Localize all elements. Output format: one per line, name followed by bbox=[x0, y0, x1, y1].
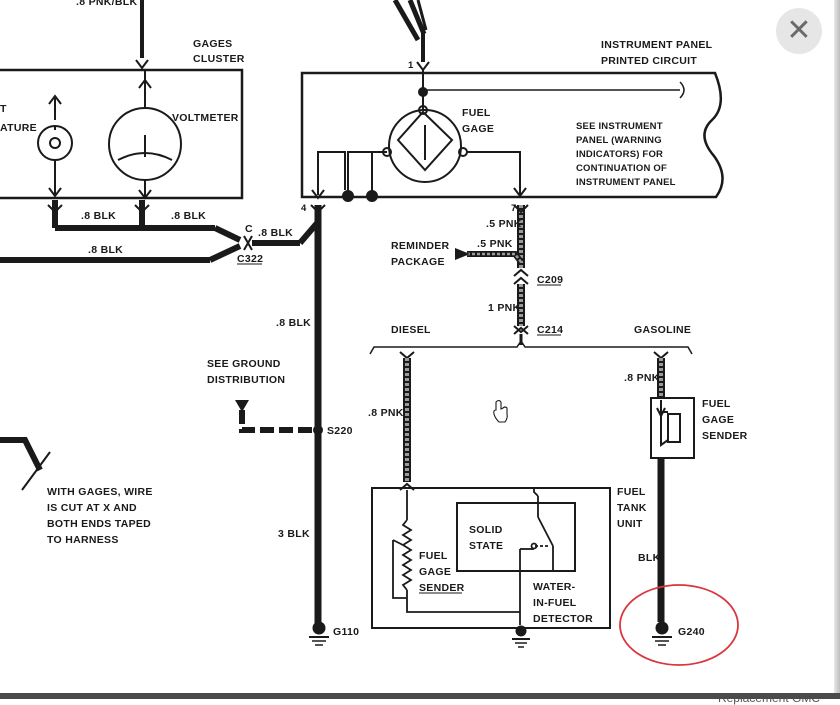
with-gages-note-3: BOTH ENDS TAPED bbox=[47, 518, 151, 530]
temp-gage-label-2: ATURE bbox=[0, 122, 37, 134]
diesel-sender-icon bbox=[392, 490, 520, 613]
g240-label: G240 bbox=[678, 626, 705, 638]
see-ground-label-2: DISTRIBUTION bbox=[207, 374, 285, 386]
wire-05pnk-b: .5 PNK bbox=[477, 238, 513, 250]
panel-ground-trace bbox=[311, 151, 387, 202]
connector-c-label: C bbox=[245, 223, 253, 235]
diesel-label: DIESEL bbox=[391, 324, 431, 336]
gas-fuel-sender-icon bbox=[650, 397, 695, 459]
water-fuel-label-2: IN-FUEL bbox=[533, 597, 577, 609]
gas-sender-label-3: SENDER bbox=[702, 430, 748, 442]
water-fuel-label-1: WATER- bbox=[533, 581, 576, 593]
gasoline-label: GASOLINE bbox=[634, 324, 691, 336]
temp-gage-label-1: T bbox=[0, 103, 7, 115]
wire-08blk-c: .8 BLK bbox=[88, 244, 123, 256]
see-panel-note-4: CONTINUATION OF bbox=[576, 163, 667, 174]
diesel-sender-label-1: FUEL bbox=[419, 550, 448, 562]
fuel-tank-label-3: UNIT bbox=[617, 518, 643, 530]
gages-cluster-label-1: GAGES bbox=[193, 38, 232, 50]
panel-connector-icon bbox=[423, 81, 685, 99]
see-ground-distribution: SEE GROUND DISTRIBUTION S220 bbox=[207, 358, 353, 437]
fuel-gage-icon bbox=[347, 70, 527, 198]
pink-wires bbox=[467, 204, 529, 345]
dashed-ground-wire bbox=[239, 410, 318, 433]
gas-sender-label-1: FUEL bbox=[702, 398, 731, 410]
ground-ref-arrow-icon bbox=[235, 400, 249, 412]
wire-05pnk-a: .5 PNK bbox=[486, 218, 522, 230]
c209-label: C209 bbox=[537, 274, 563, 286]
temp-gage-icon bbox=[37, 94, 73, 198]
gages-cluster-box bbox=[0, 68, 244, 200]
g110-label: G110 bbox=[333, 626, 359, 638]
pin-7-label: 7 bbox=[511, 203, 516, 214]
hand-cursor-icon bbox=[493, 399, 508, 423]
see-panel-note-5: INSTRUMENT PANEL bbox=[576, 177, 676, 188]
g240-highlight-circle bbox=[619, 584, 739, 666]
top-cut-wire-label: .8 PNK/BLK bbox=[76, 0, 137, 8]
see-panel-note-2: PANEL (WARNING bbox=[576, 135, 662, 146]
gages-cluster-label-2: CLUSTER bbox=[193, 53, 245, 65]
see-panel-note-1: SEE INSTRUMENT bbox=[576, 121, 663, 132]
viewer-right-edge bbox=[834, 0, 840, 699]
wire-08blk-d: .8 BLK bbox=[258, 227, 293, 239]
see-ground-label-1: SEE GROUND bbox=[207, 358, 281, 370]
cut-wire-lower-left bbox=[0, 437, 51, 491]
g110-ground-icon bbox=[309, 621, 329, 646]
voltmeter-label: VOLTMETER bbox=[172, 112, 239, 124]
close-button[interactable]: ✕ bbox=[776, 8, 822, 54]
instrument-panel-label-1: INSTRUMENT PANEL bbox=[601, 39, 713, 51]
c214-label: C214 bbox=[537, 324, 563, 336]
fuel-gage-label-2: GAGE bbox=[462, 123, 494, 135]
fuel-tank-unit-box bbox=[371, 487, 611, 629]
pin-4-label: 4 bbox=[301, 203, 307, 214]
diesel-sender-label-2: GAGE bbox=[419, 566, 451, 578]
pin-1-label: 1 bbox=[408, 60, 414, 71]
with-gages-note: WITH GAGES, WIRE IS CUT AT X AND BOTH EN… bbox=[47, 486, 153, 546]
fuel-gage-label-1: FUEL bbox=[462, 107, 491, 119]
c322-label: C322 bbox=[237, 253, 263, 265]
water-fuel-label-3: DETECTOR bbox=[533, 613, 593, 625]
wire-1pnk: 1 PNK bbox=[488, 302, 521, 314]
with-gages-note-1: WITH GAGES, WIRE bbox=[47, 486, 153, 498]
reminder-label-2: PACKAGE bbox=[391, 256, 445, 268]
wire-08blk-e: .8 BLK bbox=[276, 317, 311, 329]
reminder-arrow-icon bbox=[455, 248, 470, 260]
wire-08pnk-diesel: .8 PNK bbox=[368, 407, 404, 419]
diesel-pink-wire bbox=[399, 351, 415, 491]
voltmeter-icon bbox=[108, 70, 182, 200]
top-wires bbox=[135, 0, 430, 72]
with-gages-note-2: IS CUT AT X AND bbox=[47, 502, 137, 514]
reminder-label-1: REMINDER bbox=[391, 240, 450, 252]
diesel-sender-label-3: SENDER bbox=[419, 582, 465, 594]
fuel-tank-label-2: TANK bbox=[617, 502, 647, 514]
close-icon: ✕ bbox=[786, 13, 812, 48]
with-gages-note-4: TO HARNESS bbox=[47, 534, 119, 546]
instrument-panel-box bbox=[300, 71, 724, 199]
black-ground-wires bbox=[0, 200, 326, 625]
s220-label: S220 bbox=[327, 425, 353, 437]
see-panel-note-3: INDICATORS) FOR bbox=[576, 149, 663, 160]
wire-08pnk-gas: .8 PNK bbox=[624, 372, 660, 384]
see-panel-note: SEE INSTRUMENT PANEL (WARNING INDICATORS… bbox=[576, 121, 676, 188]
wire-3blk: 3 BLK bbox=[278, 528, 310, 540]
instrument-panel-label-2: PRINTED CIRCUIT bbox=[601, 55, 697, 67]
option-bracket bbox=[369, 339, 693, 355]
viewer-bottom-bar bbox=[0, 693, 840, 699]
solid-state-switch-icon bbox=[519, 488, 554, 625]
wire-blk: BLK bbox=[638, 552, 661, 564]
gas-pink-wire bbox=[653, 351, 669, 398]
s220-splice bbox=[313, 425, 323, 435]
wire-08blk-b: .8 BLK bbox=[171, 210, 206, 222]
g240-ground-icon bbox=[652, 621, 672, 646]
gas-sender-label-2: GAGE bbox=[702, 414, 734, 426]
fuel-tank-label-1: FUEL bbox=[617, 486, 646, 498]
solid-state-label-1: SOLID bbox=[469, 524, 503, 536]
solid-state-label-2: STATE bbox=[469, 540, 503, 552]
wire-08blk-a: .8 BLK bbox=[81, 210, 116, 222]
tank-unit-ground-icon bbox=[512, 625, 530, 648]
